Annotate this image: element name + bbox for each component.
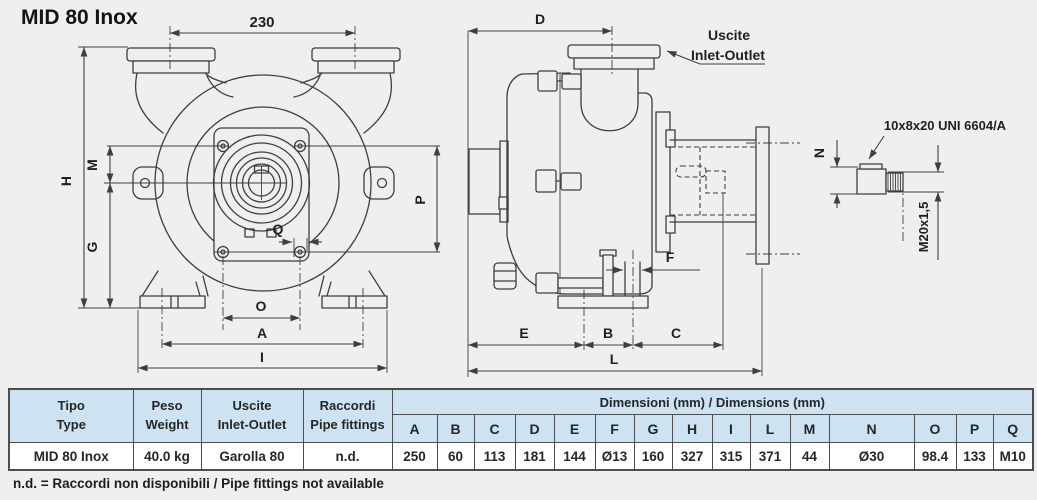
table-row: MID 80 Inox 40.0 kg Garolla 80 n.d. 250 … — [8, 442, 1034, 471]
dim-label-d: D — [535, 11, 545, 27]
inlet-outlet-callout: Uscite Inlet-Outlet — [666, 27, 765, 65]
dim-label-l: L — [610, 351, 619, 367]
side-centerlines — [467, 26, 800, 377]
top-outlet — [567, 44, 661, 132]
thread-label: M20x1,5 — [916, 202, 931, 253]
key-spec-label: 10x8x20 UNI 6604/A — [884, 118, 1007, 133]
shaft-key — [859, 163, 883, 170]
cell-q: M10 — [992, 442, 1034, 471]
col-d: D — [514, 414, 555, 443]
front-view: 230 H M G P Q O A I — [58, 14, 441, 373]
side-foot — [557, 249, 649, 309]
motor-plate — [755, 126, 770, 265]
casing-clamps — [493, 70, 604, 294]
cell-b: 60 — [436, 442, 475, 471]
dim-label-q: Q — [273, 221, 284, 237]
cell-l: 371 — [749, 442, 791, 471]
hidden-bearing-details — [670, 146, 756, 350]
dim-label-b: B — [603, 325, 613, 341]
col-f: F — [594, 414, 635, 443]
technical-drawing: 230 H M G P Q O A I — [58, 11, 1007, 377]
cell-a: 250 — [391, 442, 438, 471]
dim-label-a: A — [257, 325, 267, 341]
cell-peso: 40.0 kg — [132, 442, 202, 471]
dim-label-f: F — [666, 249, 675, 265]
col-o: O — [913, 414, 957, 443]
shaft-end — [856, 168, 887, 195]
cell-n: Ø30 — [828, 442, 915, 471]
shaft-detail: 10x8x20 UNI 6604/A N M20x1,5 — [811, 118, 1007, 260]
cell-p: 133 — [955, 442, 994, 471]
dim-label-230: 230 — [249, 14, 274, 31]
cell-tipo: MID 80 Inox — [8, 442, 134, 471]
cover-plate — [468, 148, 501, 215]
col-m: M — [789, 414, 830, 443]
dim-label-h: H — [58, 176, 74, 186]
col-l: L — [749, 414, 791, 443]
dim-label-e: E — [519, 325, 528, 341]
side-dimensions: D F E B C L — [468, 11, 762, 375]
header-dimensions: Dimensioni (mm) / Dimensions (mm) — [391, 388, 1034, 415]
right-lug — [363, 166, 395, 200]
cell-g: 160 — [633, 442, 673, 471]
left-outlet-pipe — [126, 47, 234, 134]
col-p: P — [955, 414, 994, 443]
cell-i: 315 — [711, 442, 751, 471]
dim-label-o: O — [256, 298, 267, 314]
cell-o: 98.4 — [913, 442, 957, 471]
col-c: C — [473, 414, 516, 443]
cell-c: 113 — [473, 442, 516, 471]
col-b: B — [436, 414, 475, 443]
cell-h: 327 — [671, 442, 713, 471]
col-g: G — [633, 414, 673, 443]
cell-m: 44 — [789, 442, 830, 471]
right-outlet-pipe — [293, 47, 401, 134]
thread-hatch — [887, 173, 901, 191]
cell-d: 181 — [514, 442, 555, 471]
col-e: E — [553, 414, 596, 443]
cell-raccordi: n.d. — [302, 442, 393, 471]
side-view: D F E B C L Uscite Inlet-Outlet — [467, 11, 800, 377]
page-title: MID 80 Inox — [21, 6, 138, 29]
side-body — [506, 72, 653, 295]
dim-label-c: C — [671, 325, 681, 341]
callout-uscite: Uscite — [708, 27, 750, 43]
dim-label-g: G — [84, 241, 100, 252]
front-feet — [139, 270, 388, 309]
dim-label-i: I — [260, 349, 264, 365]
rear-flange — [655, 111, 770, 265]
footnote: n.d. = Raccordi non disponibili / Pipe f… — [13, 476, 384, 491]
dim-label-p: P — [412, 195, 428, 204]
front-centerlines — [78, 26, 440, 373]
cell-e: 144 — [553, 442, 596, 471]
col-q: Q — [992, 414, 1034, 443]
dim-label-m: M — [84, 159, 100, 171]
col-n: N — [828, 414, 915, 443]
cell-uscite: Garolla 80 — [200, 442, 304, 471]
cover-ring — [499, 140, 509, 223]
col-h: H — [671, 414, 713, 443]
col-a: A — [391, 414, 438, 443]
col-i: I — [711, 414, 751, 443]
callout-inlet-outlet: Inlet-Outlet — [691, 47, 765, 63]
dim-label-n: N — [811, 148, 827, 158]
front-dimensions: 230 H M G P Q O A I — [58, 14, 441, 372]
cell-f: Ø13 — [594, 442, 635, 471]
